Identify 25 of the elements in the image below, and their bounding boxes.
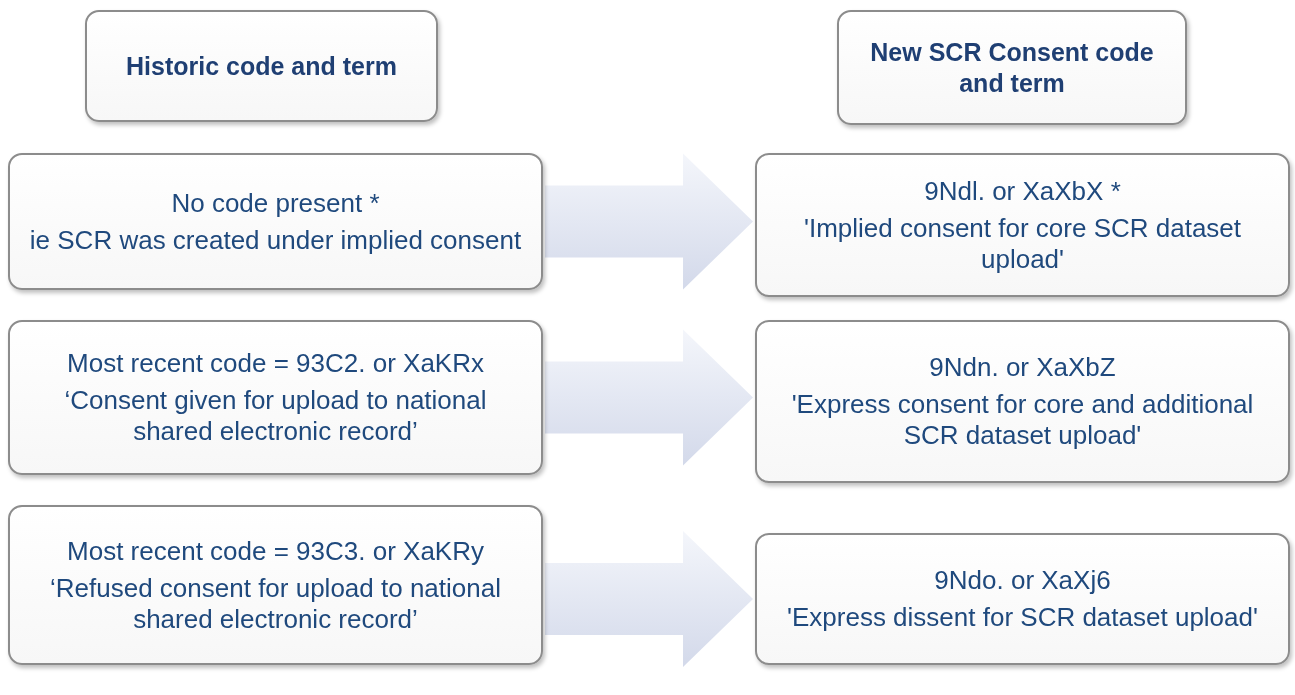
code-text: Most recent code = 93C3. or XaKRy [67, 535, 484, 567]
term-text: ‘Consent given for upload to national shared electronic record’ [63, 385, 488, 447]
code-text: No code present * [171, 187, 380, 219]
code-box [755, 153, 1290, 297]
header-box [85, 10, 438, 122]
code-text: 9Ndo. or XaXj6 [934, 565, 1111, 596]
code-box [8, 153, 543, 290]
header-text: New SCR Consent code and term [869, 36, 1155, 99]
term-text: 'Express consent for core and additional SCR dataset upload' [790, 389, 1255, 451]
block-arrow [545, 329, 753, 466]
code-box [8, 505, 543, 665]
term-text: ie SCR was created under implied consent [29, 224, 522, 256]
block-arrow [545, 531, 753, 667]
code-box [8, 320, 543, 475]
code-text: 9Ndl. or XaXbX * [924, 175, 1121, 207]
code-text: Most recent code = 93C2. or XaKRx [67, 348, 484, 379]
block-arrow [545, 153, 753, 290]
header-box [837, 10, 1187, 125]
term-text: 'Implied consent for core SCR dataset upload' [802, 212, 1243, 275]
header-text: Historic code and term [126, 50, 397, 82]
code-text: 9Ndn. or XaXbZ [929, 352, 1116, 383]
term-text: 'Express dissent for SCR dataset upload' [787, 602, 1258, 633]
code-box [755, 533, 1290, 665]
term-text: ‘Refused consent for upload to national shared electronic record’ [49, 572, 502, 635]
code-box [755, 320, 1290, 483]
